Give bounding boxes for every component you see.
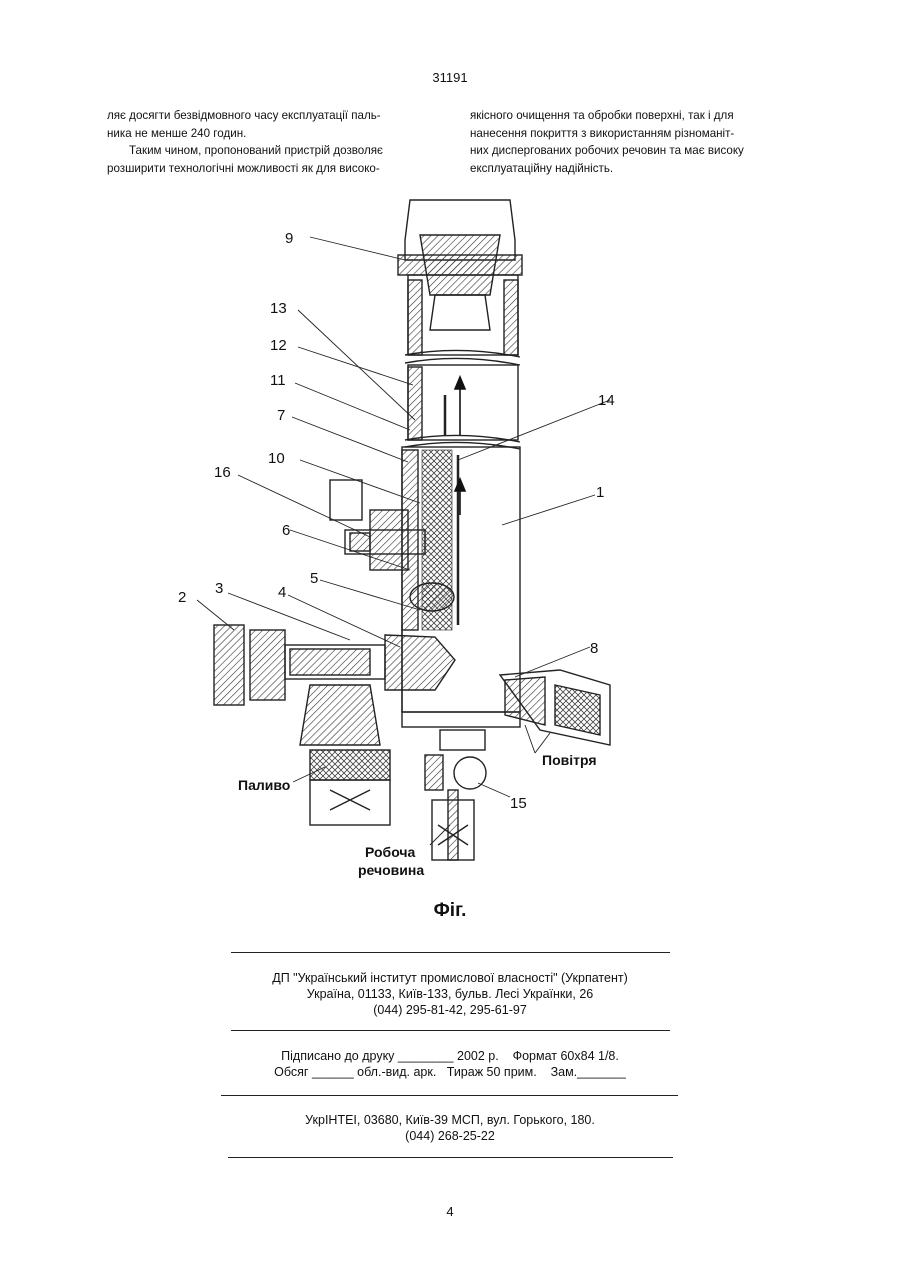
working-substance-label-1: Робоча bbox=[365, 844, 416, 860]
air-label: Повітря bbox=[542, 752, 597, 768]
part-number: 7 bbox=[277, 407, 285, 424]
part-number: 2 bbox=[178, 589, 186, 606]
text-line: ника не менше 240 годин. bbox=[107, 125, 432, 143]
figure-caption: Фіг. bbox=[0, 900, 900, 922]
text-line: них диспергованих робочих речовин та має… bbox=[470, 142, 795, 160]
text-line: ляє досягти безвідмовного часу експлуата… bbox=[107, 107, 432, 125]
swirler bbox=[410, 583, 454, 611]
divider bbox=[221, 1095, 678, 1096]
text-column-right: якісного очищення та обробки поверхні, т… bbox=[470, 107, 795, 177]
part-number: 4 bbox=[278, 584, 286, 601]
injector-tip bbox=[385, 635, 455, 690]
text-line: розширити технологічні можливості як для… bbox=[107, 160, 432, 178]
part-number: 5 bbox=[310, 570, 318, 587]
nozzle-throat bbox=[430, 295, 490, 330]
text-line: якісного очищення та обробки поверхні, т… bbox=[470, 107, 795, 125]
page-number: 4 bbox=[0, 1204, 900, 1219]
divider bbox=[228, 1157, 673, 1158]
print-info-block: Підписано до друку ________ 2002 р. Форм… bbox=[0, 1048, 900, 1080]
printer-line: (044) 268-25-22 bbox=[0, 1128, 900, 1144]
fuel-fitting-nut bbox=[214, 625, 244, 705]
part-number: 8 bbox=[590, 640, 598, 657]
publisher-block: ДП "Український інститут промислової вла… bbox=[0, 970, 900, 1018]
publisher-line: (044) 295-81-42, 295-61-97 bbox=[0, 1002, 900, 1018]
side-inlet-box bbox=[330, 480, 362, 520]
part-number: 12 bbox=[270, 337, 287, 354]
publisher-line: Україна, 01133, Київ-133, бульв. Лесі Ук… bbox=[0, 986, 900, 1002]
printer-line: УкрІНТЕІ, 03680, Київ-39 МСП, вул. Горьк… bbox=[0, 1112, 900, 1128]
page-code: 31191 bbox=[0, 70, 900, 85]
part-number: 9 bbox=[285, 230, 293, 247]
burner-technical-drawing: 9 13 12 11 7 10 16 6 5 2 3 4 14 1 8 15 П… bbox=[170, 185, 730, 890]
part-number: 6 bbox=[282, 522, 290, 539]
part-number: 10 bbox=[268, 450, 285, 467]
fuel-fitting-cap bbox=[250, 630, 285, 700]
upper-wall-right bbox=[504, 280, 518, 355]
part-number: 1 bbox=[596, 484, 604, 501]
chamber-bottom bbox=[402, 712, 520, 727]
fuel-hose-wrap bbox=[310, 750, 390, 780]
part-number: 13 bbox=[270, 300, 287, 317]
part-number: 16 bbox=[214, 464, 231, 481]
part-number: 3 bbox=[215, 580, 223, 597]
fuel-label: Паливо bbox=[238, 777, 290, 793]
fuel-tank bbox=[310, 780, 390, 825]
print-info-line: Підписано до друку ________ 2002 р. Форм… bbox=[0, 1048, 900, 1064]
publisher-line: ДП "Український інститут промислової вла… bbox=[0, 970, 900, 986]
divider bbox=[231, 952, 670, 953]
side-inlet-flange bbox=[370, 510, 408, 570]
divider bbox=[231, 1030, 670, 1031]
print-info-line: Обсяг ______ обл.-вид. арк. Тираж 50 при… bbox=[0, 1064, 900, 1080]
fuel-connector bbox=[300, 685, 380, 745]
ws-connector bbox=[440, 730, 485, 750]
part-number: 11 bbox=[270, 372, 286, 389]
nozzle-collar bbox=[398, 255, 522, 275]
ws-valve-left bbox=[425, 755, 443, 790]
working-substance-label-2: речовина bbox=[358, 862, 424, 878]
printer-block: УкрІНТЕІ, 03680, Київ-39 МСП, вул. Горьк… bbox=[0, 1112, 900, 1144]
middle-body bbox=[408, 365, 518, 440]
text-column-left: ляє досягти безвідмовного часу експлуата… bbox=[107, 107, 432, 177]
text-line: Таким чином, пропонований пристрій дозво… bbox=[107, 142, 432, 160]
part-number: 15 bbox=[510, 795, 527, 812]
upper-wall-left bbox=[408, 280, 422, 355]
text-line: експлуатаційну надійність. bbox=[470, 160, 795, 178]
part-number: 14 bbox=[598, 392, 615, 409]
text-line: нанесення покриття з використанням різно… bbox=[470, 125, 795, 143]
